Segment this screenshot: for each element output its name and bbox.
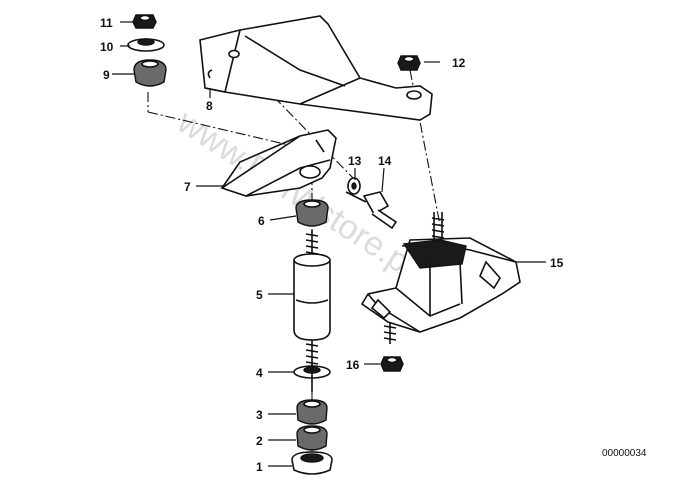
- callout-1: 1: [256, 460, 263, 474]
- part-10-washer: [127, 38, 165, 52]
- part-11-nut: [132, 14, 157, 29]
- callout-6: 6: [258, 214, 265, 228]
- part-13-lock-washer: [347, 177, 361, 195]
- callout-8: 8: [206, 99, 213, 113]
- part-15-engine-mount: [360, 212, 521, 344]
- part-9-rubber-buffer: [133, 59, 167, 87]
- callout-2: 2: [256, 434, 263, 448]
- callout-14: 14: [378, 154, 392, 168]
- part-2-rubber-ring: [296, 425, 328, 451]
- part-1-cup-washer: [291, 451, 333, 475]
- callout-3: 3: [256, 408, 263, 422]
- callout-9: 9: [103, 68, 110, 82]
- part-14-bolt: [345, 191, 398, 230]
- callout-leaders: [112, 21, 546, 467]
- document-number: 00000034: [602, 448, 647, 459]
- callout-15: 15: [550, 256, 564, 270]
- callout-4: 4: [256, 366, 263, 380]
- callout-12: 12: [452, 56, 466, 70]
- part-4-washer: [293, 364, 331, 392]
- callout-16: 16: [346, 358, 360, 372]
- part-12-nut: [397, 55, 421, 71]
- callout-7: 7: [184, 180, 191, 194]
- part-6-rubber-mount: [295, 199, 329, 227]
- callout-11: 11: [100, 16, 113, 30]
- part-3-rubber-ring: [296, 399, 328, 425]
- callout-labels: 11 10 9 12 8 7 13 14 6 5 4 3 2 1 15 16: [100, 16, 564, 474]
- part-16-nut: [380, 356, 404, 372]
- part-5-spacer-sleeve: [293, 230, 331, 366]
- callout-13: 13: [348, 154, 362, 168]
- part-8-engine-bracket: [199, 15, 433, 121]
- part-7-support-bracket: [220, 129, 337, 197]
- callout-10: 10: [100, 40, 114, 54]
- callout-5: 5: [256, 288, 263, 302]
